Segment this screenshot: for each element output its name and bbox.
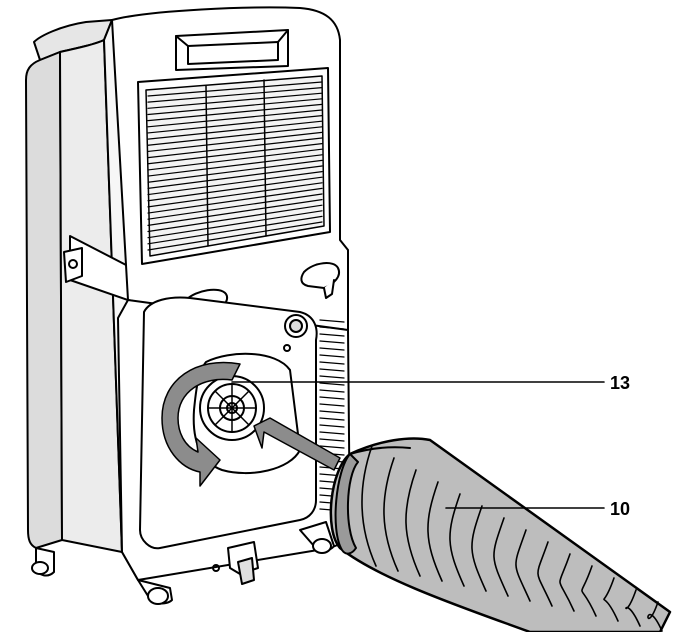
filter-clip-right <box>300 262 340 299</box>
exhaust-hose <box>329 437 672 634</box>
exhaust-outlet <box>192 352 301 474</box>
drain-fitting <box>212 541 259 585</box>
rotate-arrow-icon <box>161 361 241 487</box>
caster-wheels <box>31 521 335 605</box>
rear-grille <box>137 67 331 265</box>
callout-label-10: 10 <box>610 499 630 519</box>
insert-arrow-icon <box>253 417 341 471</box>
callout-label-13: 13 <box>610 373 630 393</box>
